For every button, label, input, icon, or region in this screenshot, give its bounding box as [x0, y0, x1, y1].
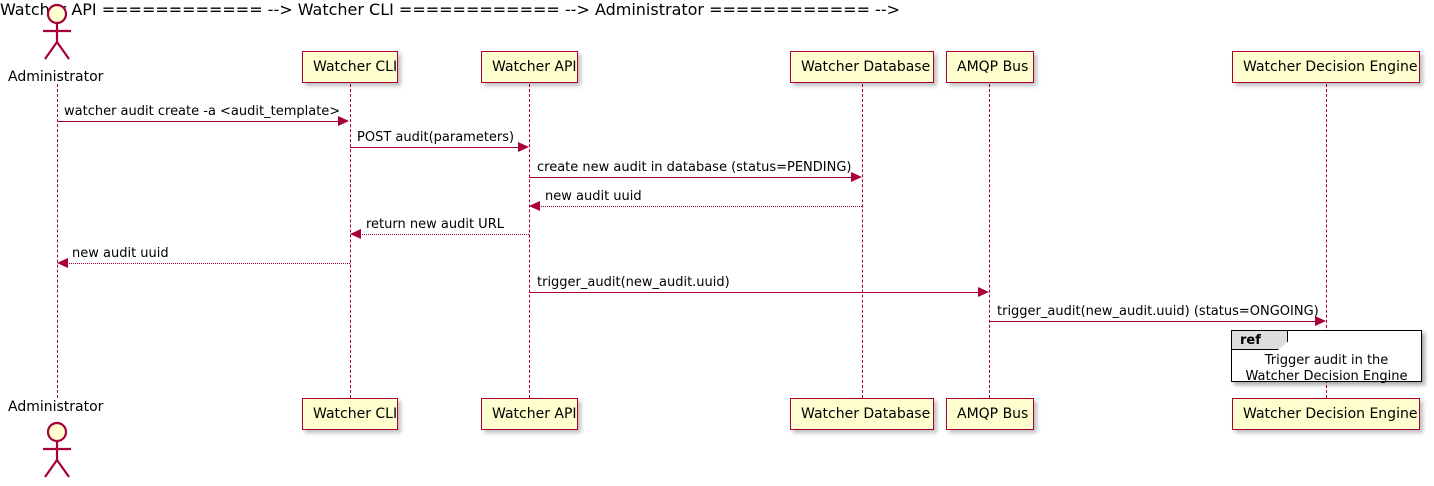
message-arrowhead-4	[529, 201, 540, 211]
ref-fragment-line-2: Watcher Decision Engine	[1245, 369, 1408, 384]
actor-icon-top	[33, 2, 83, 68]
message-label-2: POST audit(parameters)	[357, 130, 515, 145]
participant-watcher-api-top[interactable]: Watcher API	[481, 51, 578, 83]
participant-watcher-cli-top[interactable]: Watcher CLI	[302, 51, 398, 83]
actor-icon-bottom	[33, 420, 83, 486]
message-line-1	[57, 121, 342, 122]
message-line-6	[66, 263, 350, 264]
actor-label-top: Administrator	[8, 69, 104, 85]
participant-watcher-api-bottom[interactable]: Watcher API	[481, 398, 578, 430]
message-label-4: new audit uuid	[545, 189, 642, 204]
lifeline-watcher-decision-engine	[1326, 84, 1327, 398]
message-label-7: trigger_audit(new_audit.uuid)	[537, 275, 730, 290]
participant-amqp-bus-bottom[interactable]: AMQP Bus	[946, 398, 1034, 430]
message-label-1: watcher audit create -a <audit_template>	[64, 104, 341, 119]
message-arrowhead-2	[518, 142, 529, 152]
ref-fragment-tab-label: ref	[1232, 331, 1288, 350]
ref-fragment: ref Trigger audit in the Watcher Decisio…	[1231, 330, 1422, 385]
lifeline-watcher-api	[529, 84, 530, 398]
message-line-5	[359, 234, 529, 235]
message-label-5: return new audit URL	[366, 217, 504, 232]
participant-watcher-cli-bottom[interactable]: Watcher CLI	[302, 398, 398, 430]
message-arrowhead-7	[978, 287, 989, 297]
lifeline-amqp-bus	[989, 84, 990, 398]
ref-fragment-line-1: Trigger audit in the	[1264, 353, 1389, 368]
participant-watcher-decision-engine-bottom[interactable]: Watcher Decision Engine	[1232, 398, 1420, 430]
participant-watcher-decision-engine-top[interactable]: Watcher Decision Engine	[1232, 51, 1420, 83]
lifeline-watcher-database	[862, 84, 863, 398]
message-line-2	[350, 147, 522, 148]
message-label-3: create new audit in database (status=PEN…	[537, 160, 852, 175]
participant-watcher-database-bottom[interactable]: Watcher Database	[790, 398, 934, 430]
message-line-8	[989, 321, 1318, 322]
message-label-8: trigger_audit(new_audit.uuid) (status=ON…	[997, 304, 1319, 319]
lifeline-watcher-cli	[350, 84, 351, 398]
message-arrowhead-3	[851, 172, 862, 182]
message-label-6: new audit uuid	[72, 246, 169, 261]
participant-amqp-bus-top[interactable]: AMQP Bus	[946, 51, 1034, 83]
participant-watcher-database-top[interactable]: Watcher Database	[790, 51, 934, 83]
message-arrowhead-5	[350, 229, 361, 239]
message-arrowhead-6	[57, 258, 68, 268]
message-arrowhead-1	[338, 116, 349, 126]
actor-label-bottom: Administrator	[8, 399, 104, 415]
message-line-7	[529, 292, 981, 293]
message-line-4	[538, 206, 862, 207]
message-line-3	[529, 177, 854, 178]
lifeline-administrator	[57, 84, 58, 398]
message-arrowhead-8	[1315, 316, 1326, 326]
ref-fragment-body: Trigger audit in the Watcher Decision En…	[1232, 353, 1421, 385]
